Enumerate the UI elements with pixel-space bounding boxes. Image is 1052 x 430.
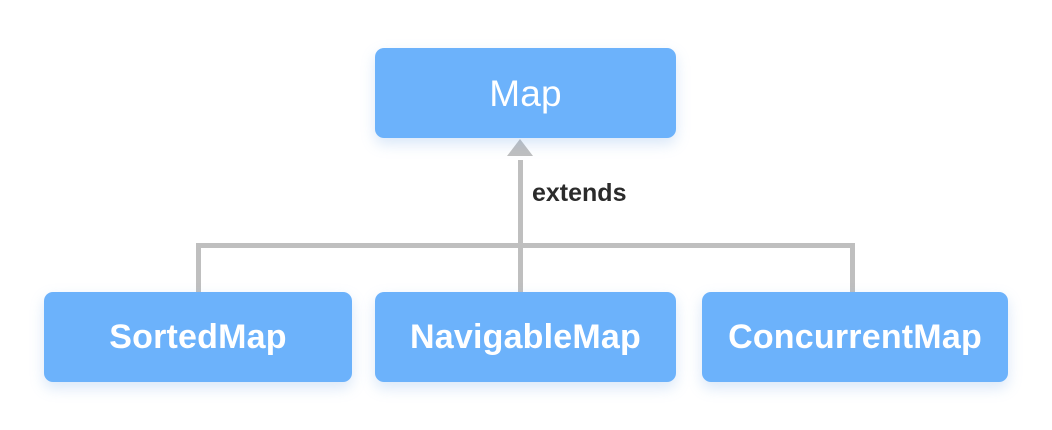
node-navigablemap[interactable]: NavigableMap <box>375 292 676 382</box>
extends-arrowhead-icon <box>507 139 533 156</box>
node-map-label: Map <box>489 72 562 114</box>
connector-horizontal-bar <box>196 243 855 248</box>
node-sortedmap-label: SortedMap <box>109 318 287 356</box>
connector-drop-concurrentmap <box>850 243 855 295</box>
extends-relationship-label: extends <box>532 179 627 207</box>
node-navigablemap-label: NavigableMap <box>409 318 642 356</box>
node-concurrentmap-label: ConcurrentMap <box>728 318 982 356</box>
node-map[interactable]: Map <box>375 48 676 138</box>
connector-stem-navigablemap <box>518 160 523 295</box>
node-concurrentmap[interactable]: ConcurrentMap <box>702 292 1008 382</box>
node-sortedmap[interactable]: SortedMap <box>44 292 352 382</box>
connector-drop-sortedmap <box>196 243 201 295</box>
